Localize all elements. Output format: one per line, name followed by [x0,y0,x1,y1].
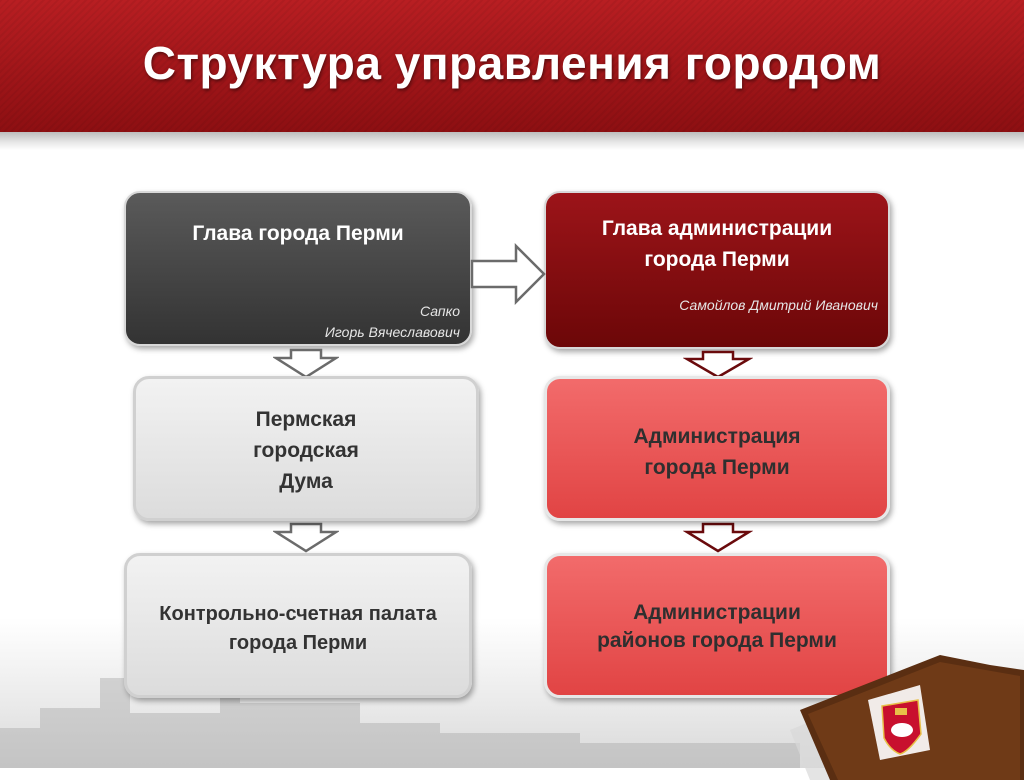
header-divider [0,132,1024,150]
district-administrations-line2: районов города Перми [597,629,837,652]
city-duma-box: Пермская городская Дума [133,376,479,521]
city-head-title: Глава города Перми [192,222,404,245]
admin-head-person: Самойлов Дмитрий Иванович [679,297,878,313]
city-duma-line1: Пермская [255,408,357,431]
city-duma-line2: городская [253,439,359,462]
city-head-person-surname: Сапко [420,303,460,319]
audit-chamber-box: Контрольно-счетная палата города Перми [124,553,472,698]
city-administration-line2: города Перми [644,456,790,479]
right-arrow-icon [470,243,546,305]
down-arrow-icon [683,522,753,553]
folder-with-coat-of-arms-icon [790,655,1024,780]
city-head-box: Глава города Перми Сапко Игорь Вячеславо… [124,191,472,346]
audit-chamber-line2: города Перми [228,632,368,654]
city-head-person-name: Игорь Вячеславович [324,324,460,340]
down-arrow-icon [273,522,339,553]
district-administrations-box: Администрации районов города Перми [544,553,890,698]
audit-chamber-line1: Контрольно-счетная палата [159,603,437,625]
district-administrations-line1: Администрации [633,601,801,624]
slide-title: Структура управления городом [142,37,882,89]
city-administration-box: Администрация города Перми [544,376,890,521]
admin-head-box: Глава администрации города Перми Самойло… [544,191,890,349]
city-duma-line3: Дума [279,470,333,493]
down-arrow-icon [683,350,753,379]
admin-head-title-line2: города Перми [644,248,790,271]
header-banner [0,0,1024,132]
admin-head-title-line1: Глава администрации [601,217,833,240]
down-arrow-icon [273,348,339,379]
city-administration-line1: Администрация [633,425,801,448]
